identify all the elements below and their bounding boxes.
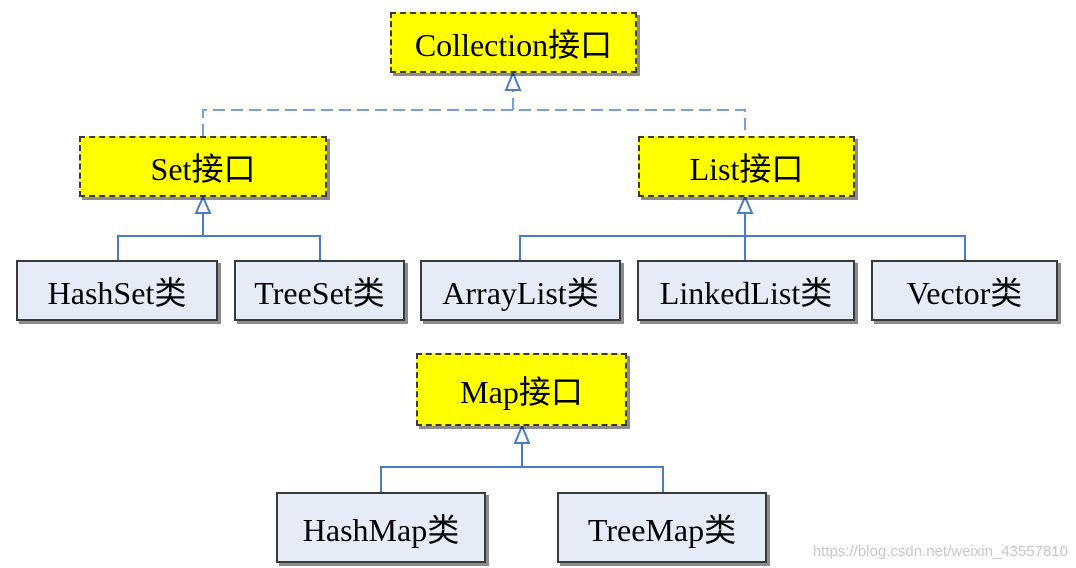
collection-realization-connectors: [202, 90, 746, 136]
list-interface-box: List接口: [638, 136, 855, 197]
treemap-class-box: TreeMap类: [557, 492, 767, 563]
arraylist-class-box: ArrayList类: [420, 260, 621, 321]
map-arrowhead-icon: [513, 423, 531, 444]
list-arrowhead-icon: [736, 194, 754, 214]
list-interface-label: List接口: [689, 150, 804, 187]
map-connectors: [380, 443, 664, 492]
treeset-class-box: TreeSet类: [234, 260, 405, 321]
set-arrowhead-icon: [194, 194, 212, 214]
list-connectors: [519, 213, 966, 260]
vector-class-box: Vector类: [871, 260, 1058, 321]
linkedlist-class-box: LinkedList类: [637, 260, 855, 321]
set-interface-label: Set接口: [150, 150, 256, 187]
hashset-class-box: HashSet类: [16, 260, 218, 321]
hashset-class-label: HashSet类: [47, 274, 187, 311]
set-interface-box: Set接口: [79, 136, 327, 197]
linkedlist-class-label: LinkedList类: [659, 274, 833, 311]
collection-interface-box: Collection接口: [390, 12, 637, 73]
collection-interface-label: Collection接口: [414, 26, 613, 63]
map-interface-label: Map接口: [460, 373, 583, 410]
set-connectors: [117, 213, 321, 260]
arraylist-class-label: ArrayList类: [442, 274, 599, 311]
hashmap-class-label: HashMap类: [302, 511, 460, 548]
treemap-class-label: TreeMap类: [587, 511, 737, 548]
watermark-text: https://blog.csdn.net/weixin_43557810: [812, 543, 1068, 560]
collection-arrowhead-icon: [504, 70, 522, 91]
vector-class-label: Vector类: [906, 274, 1023, 311]
map-interface-box: Map接口: [416, 353, 627, 426]
hashmap-class-box: HashMap类: [276, 492, 486, 563]
treeset-class-label: TreeSet类: [254, 274, 385, 311]
